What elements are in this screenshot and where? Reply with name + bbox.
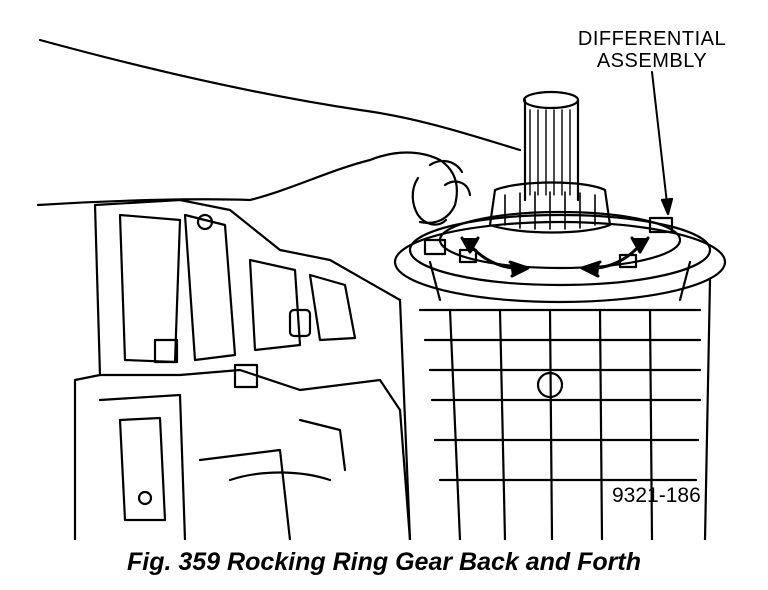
technician-hand xyxy=(36,38,522,226)
figure-number: 9321-186 xyxy=(612,484,701,507)
callout-line-2: ASSEMBLY xyxy=(596,50,708,72)
callout-line-1: DIFFERENTIAL xyxy=(577,28,727,50)
ribbed-case-section xyxy=(398,278,712,540)
callout-arrowhead xyxy=(660,197,674,216)
transaxle-case xyxy=(73,198,412,540)
figure-caption: Fig. 359 Rocking Ring Gear Back and Fort… xyxy=(127,548,641,576)
callout-leader xyxy=(651,71,669,213)
differential-assembly xyxy=(393,90,727,304)
double-curved-arrow-icon xyxy=(460,236,650,278)
transaxle-line-drawing xyxy=(36,38,727,540)
differential-callout: DIFFERENTIAL ASSEMBLY xyxy=(562,28,742,72)
